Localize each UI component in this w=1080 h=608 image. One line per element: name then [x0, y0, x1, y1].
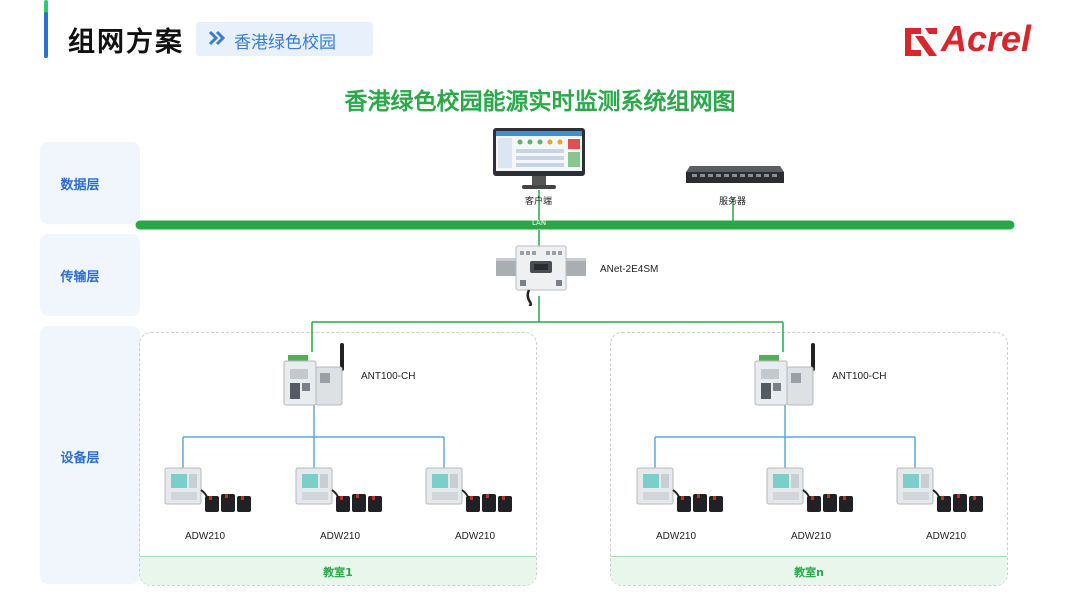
server-icon: [686, 166, 784, 183]
meter-device-icon: [636, 467, 723, 512]
collector-device-icon-n: [754, 343, 815, 406]
collector-label-1: ANT100-CH: [361, 371, 416, 382]
monitor-icon: [493, 128, 585, 189]
subtitle-tag: [196, 22, 373, 56]
classroom-group-n: [610, 332, 1008, 586]
layer-label-data: 数据层: [60, 178, 100, 193]
meter-label-n-2: ADW210: [791, 531, 832, 542]
acrel-logo-icon: [905, 28, 937, 56]
meter-device-icon: [896, 467, 983, 512]
subtitle-text: 香港绿色校园: [234, 33, 336, 53]
title-accent-bar-blue: [44, 12, 48, 58]
layer-panel-device: [40, 326, 140, 584]
acrel-logo-text: Acrel: [941, 18, 1032, 59]
classroom-group-1: [139, 332, 537, 586]
layer-label-transport: 传输层: [60, 270, 100, 285]
gateway-label: ANet-2E4SM: [600, 264, 659, 275]
collector-label-n: ANT100-CH: [832, 371, 887, 382]
meter-label-1-3: ADW210: [455, 531, 496, 542]
classroom-footer-n: [611, 556, 1007, 585]
meter-device-icon: [295, 467, 382, 512]
lan-label: LAN: [532, 219, 547, 227]
meter-device-icon: [425, 467, 512, 512]
layer-label-device: 设备层: [60, 451, 100, 466]
client-label: 客户端: [525, 197, 553, 207]
gateway-device-icon: [496, 245, 586, 306]
diagram-title: 香港绿色校园能源实时监测系统组网图: [344, 89, 736, 115]
layer-panel-transport: [40, 234, 140, 316]
meter-label-1-2: ADW210: [320, 531, 361, 542]
meter-device-icon: [766, 467, 853, 512]
collector-device-icon-1: [283, 343, 344, 406]
meter-label-n-1: ADW210: [656, 531, 697, 542]
classroom-footer-1: [140, 556, 536, 585]
double-chevron-icon: [208, 30, 226, 46]
classroom-label-1: 教室1: [323, 566, 353, 579]
meter-device-icon: [164, 467, 251, 512]
layer-panel-data: [40, 142, 140, 224]
page-title: 组网方案: [68, 27, 184, 58]
classroom-label-n: 教室n: [794, 566, 824, 579]
meter-label-n-3: ADW210: [926, 531, 967, 542]
server-label: 服务器: [719, 197, 747, 207]
meter-label-1-1: ADW210: [185, 531, 226, 542]
